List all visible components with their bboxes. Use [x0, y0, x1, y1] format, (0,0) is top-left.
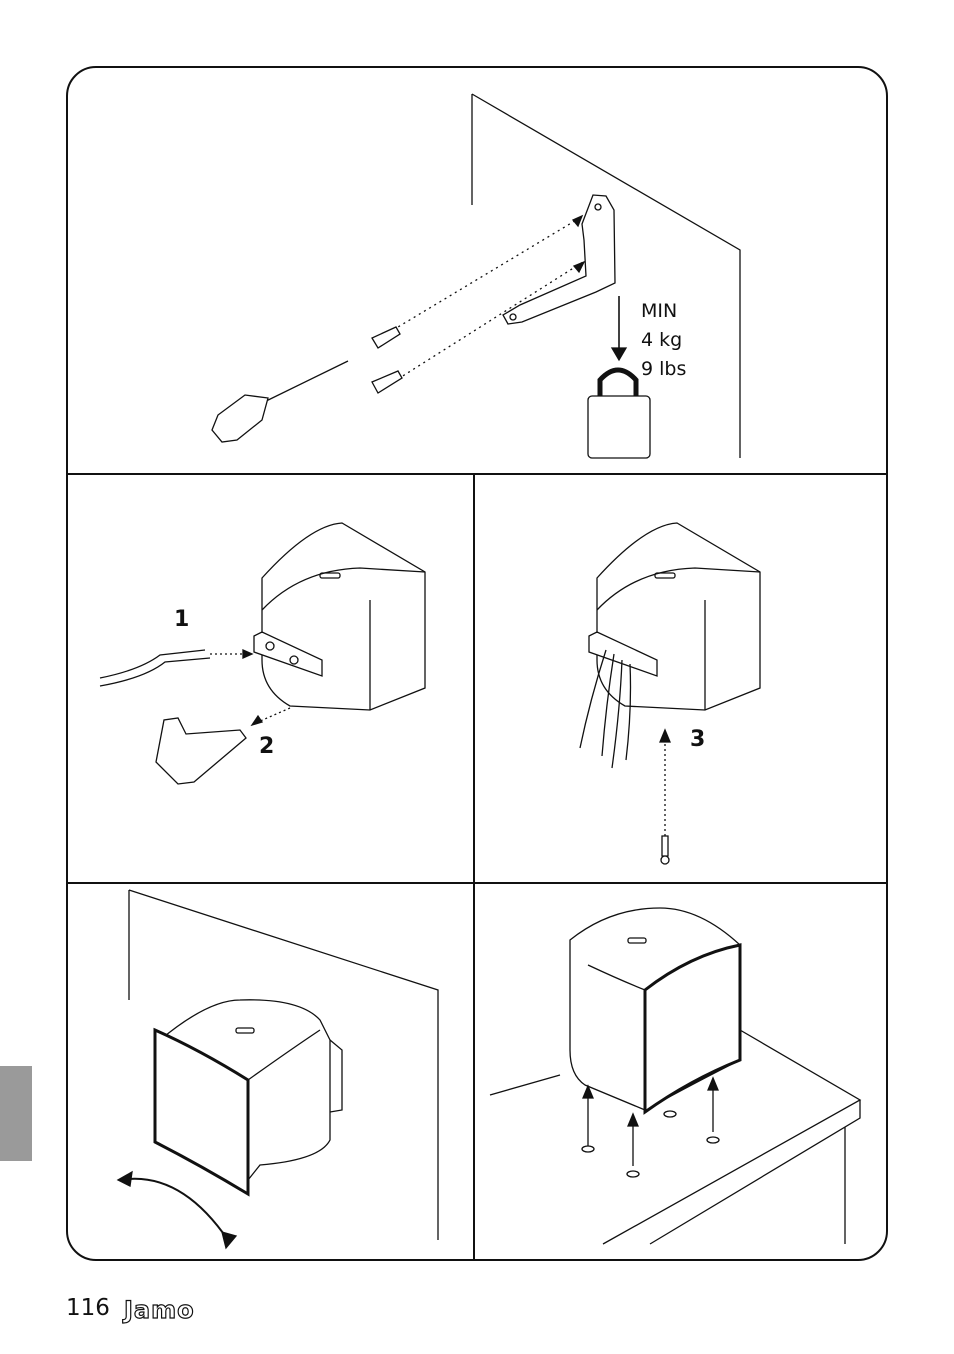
screw [372, 327, 400, 348]
arrow-head [573, 216, 582, 226]
wall-bracket [330, 1040, 342, 1112]
screw [662, 836, 668, 856]
shelf-feet-illustration [490, 908, 860, 1244]
screwdriver-shaft [258, 361, 348, 405]
brand-logo-text: Jamo [124, 1296, 195, 1324]
minimum-weight-label: MIN 4 kg 9 lbs [641, 297, 686, 384]
rubber-foot [664, 1111, 676, 1117]
screw-head [661, 856, 669, 864]
wall-mount-illustration [212, 94, 740, 458]
arrow-head [222, 1232, 236, 1248]
arrow-head [628, 1114, 638, 1126]
weight-min: MIN [641, 297, 686, 326]
arrow-head [612, 348, 626, 360]
wall-tilt-illustration [118, 890, 438, 1248]
step-3-label: 3 [690, 727, 705, 752]
speaker-wire [100, 650, 210, 686]
tilt-arrow [120, 1179, 228, 1240]
dotted-guide-line [398, 262, 583, 379]
arrow-head [118, 1172, 132, 1186]
speaker-body [262, 523, 425, 710]
dotted-guide-line [388, 216, 583, 333]
weight-lbs: 9 lbs [641, 355, 686, 384]
rubber-foot [707, 1137, 719, 1143]
arrow-head [708, 1078, 718, 1090]
step-2-label: 2 [259, 734, 274, 759]
arrow-head [660, 730, 670, 742]
dotted-guide-line [258, 708, 290, 722]
arrow-head [252, 716, 262, 725]
screw [372, 371, 402, 393]
weight-kg: 4 kg [641, 326, 686, 355]
rubber-foot [582, 1146, 594, 1152]
arrow-head [243, 650, 252, 658]
page-number: 116 [66, 1295, 110, 1321]
rubber-foot [627, 1171, 639, 1177]
speaker-screw-illustration [580, 523, 760, 864]
wall-bracket [503, 195, 615, 324]
padlock-shackle [600, 370, 636, 396]
padlock-body [588, 396, 650, 458]
brand-logo: Jamo [124, 1296, 195, 1324]
step-1-label: 1 [174, 607, 189, 632]
speaker-bracket [156, 718, 246, 784]
arrow-head [574, 262, 584, 272]
screwdriver-handle [212, 395, 268, 442]
